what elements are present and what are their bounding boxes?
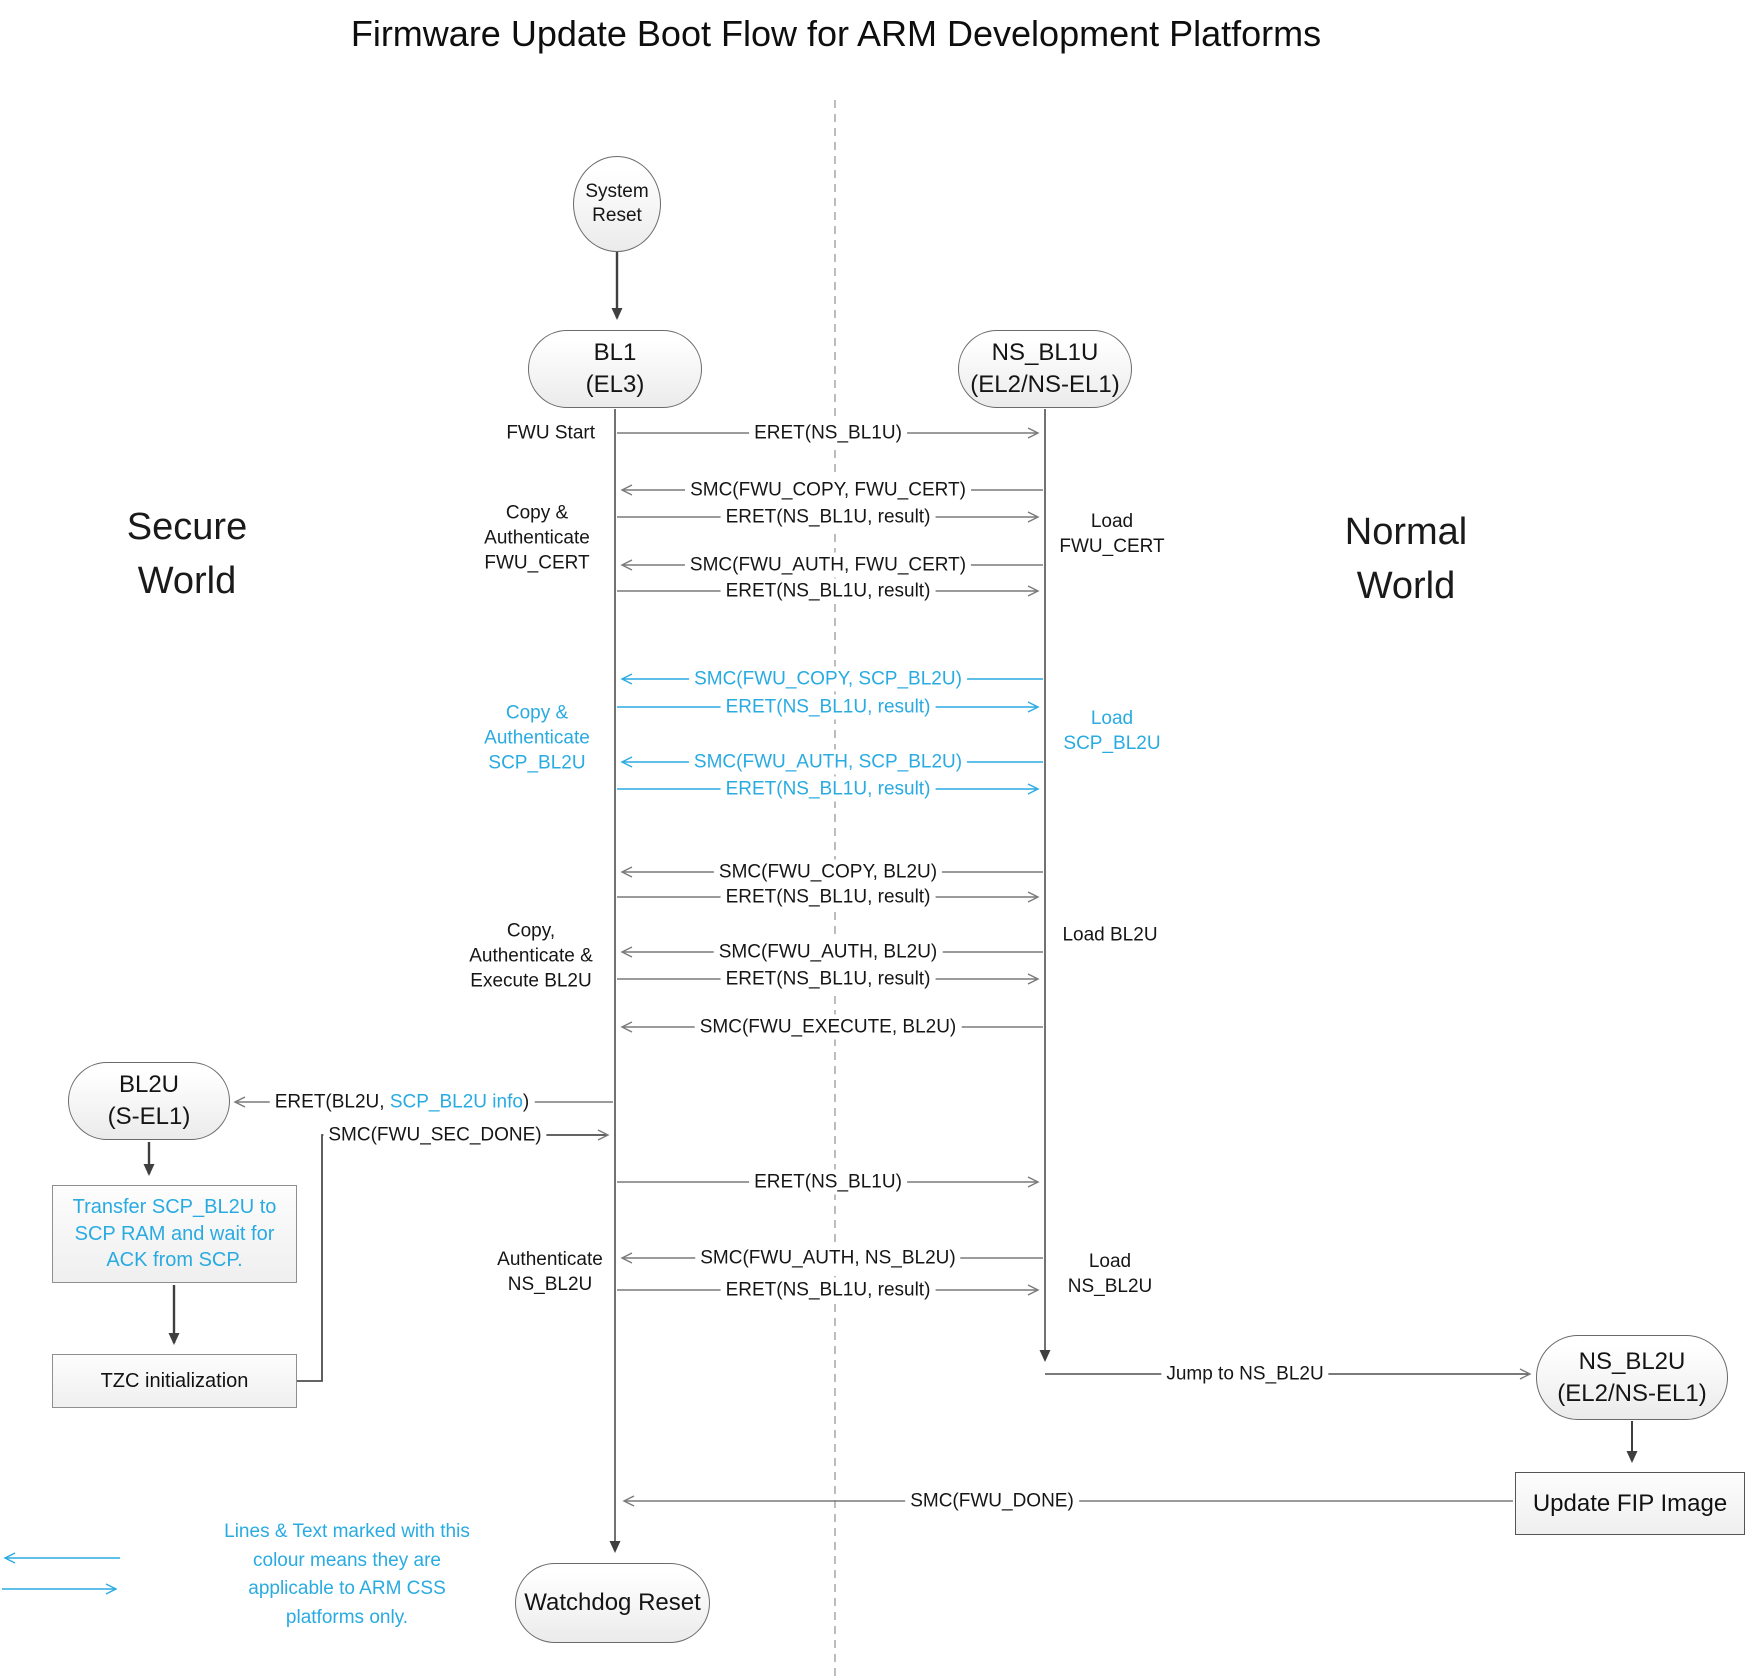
annotation-authenticate-ns-bl2u: Authenticate NS_BL2U [497,1248,603,1295]
node-bl2u-line1: BL2U [118,1071,180,1099]
box-update-fip-image: Update FIP Image [1515,1472,1745,1535]
eret-bl2u-scp-info: SCP_BL2U info [389,1091,523,1113]
node-bl1-line2: (EL3) [585,371,645,398]
annotation-fwu-start: FWU Start [501,420,600,446]
node-bl1: BL1 (EL3) [528,330,702,408]
message-label-eret-result: ERET(NS_BL1U, result) [720,504,936,530]
node-system-reset-line1: System [585,181,649,203]
annotation-copy-auth-fwu-cert: Copy & Authenticate FWU_CERT [484,502,590,574]
secure-world-label: Secure World [126,506,248,602]
eret-bl2u-suffix: ) [522,1091,530,1113]
annotation-copy-auth-exec-bl2u: Copy, Authenticate & Execute BL2U [469,920,593,992]
message-label-eret-bl2u: ERET(BL2U, SCP_BL2U info) [269,1089,535,1115]
message-label-eret-result: ERET(NS_BL1U, result) [720,1277,936,1303]
message-label-smc-fwu-copy-scp-bl2u: SMC(FWU_COPY, SCP_BL2U) [689,666,967,692]
message-label-smc-fwu-auth-ns-bl2u: SMC(FWU_AUTH, NS_BL2U) [695,1245,961,1271]
box-tzc-initialization: TZC initialization [52,1354,297,1408]
message-label-smc-fwu-copy-bl2u: SMC(FWU_COPY, BL2U) [713,859,943,885]
node-ns-bl1u: NS_BL1U (EL2/NS-EL1) [958,330,1132,408]
annotation-load-scp-bl2u: Load SCP_BL2U [1063,707,1161,754]
message-label-eret-result-css: ERET(NS_BL1U, result) [720,776,936,802]
node-system-reset: System Reset [573,156,661,252]
node-ns-bl1u-line1: NS_BL1U [991,339,1099,367]
message-label-smc-fwu-execute-bl2u: SMC(FWU_EXECUTE, BL2U) [694,1014,962,1040]
message-label-smc-fwu-auth-scp-bl2u: SMC(FWU_AUTH, SCP_BL2U) [688,749,968,775]
page-title: Firmware Update Boot Flow for ARM Develo… [350,13,1322,54]
message-label-smc-fwu-done: SMC(FWU_DONE) [905,1488,1079,1514]
message-label-smc-fwu-sec-done: SMC(FWU_SEC_DONE) [323,1122,547,1148]
message-label-jump-to-ns-bl2u: Jump to NS_BL2U [1161,1361,1329,1387]
annotation-load-fwu-cert: Load FWU_CERT [1059,510,1165,557]
node-bl1-line1: BL1 [593,339,637,367]
node-watchdog-reset: Watchdog Reset [515,1563,710,1643]
node-bl2u: BL2U (S-EL1) [68,1062,230,1140]
node-bl2u-line2: (S-EL1) [107,1103,191,1130]
normal-world-label: Normal World [1344,511,1468,607]
message-label-smc-fwu-copy-fwu-cert: SMC(FWU_COPY, FWU_CERT) [685,477,971,503]
box-transfer-scp-bl2u: Transfer SCP_BL2U to SCP RAM and wait fo… [52,1185,297,1283]
eret-bl2u-prefix: ERET(BL2U, [274,1091,390,1113]
annotation-copy-auth-scp-bl2u: Copy & Authenticate SCP_BL2U [484,702,590,774]
annotation-load-ns-bl2u: Load NS_BL2U [1067,1250,1153,1297]
node-ns-bl2u-line2: (EL2/NS-EL1) [1557,1379,1707,1407]
message-label-smc-fwu-auth-bl2u: SMC(FWU_AUTH, BL2U) [713,939,943,965]
message-label-eret-ns-bl1u: ERET(NS_BL1U) [749,420,907,446]
legend-css-platforms-note: Lines & Text marked with this colour mea… [224,1521,470,1628]
message-label-eret-result: ERET(NS_BL1U, result) [720,578,936,604]
node-ns-bl1u-line2: (EL2/NS-EL1) [970,371,1120,398]
node-ns-bl2u-line1: NS_BL2U [1578,1347,1686,1375]
node-ns-bl2u: NS_BL2U (EL2/NS-EL1) [1536,1335,1728,1420]
node-system-reset-line2: Reset [592,205,642,226]
annotation-load-bl2u: Load BL2U [1062,924,1158,946]
message-label-eret-result: ERET(NS_BL1U, result) [720,884,936,910]
node-watchdog-reset-label: Watchdog Reset [524,1589,701,1617]
message-label-eret-result-css: ERET(NS_BL1U, result) [720,694,936,720]
message-label-eret-ns-bl1u: ERET(NS_BL1U) [749,1169,907,1195]
message-label-eret-result: ERET(NS_BL1U, result) [720,966,936,992]
message-label-smc-fwu-auth-fwu-cert: SMC(FWU_AUTH, FWU_CERT) [684,552,972,578]
